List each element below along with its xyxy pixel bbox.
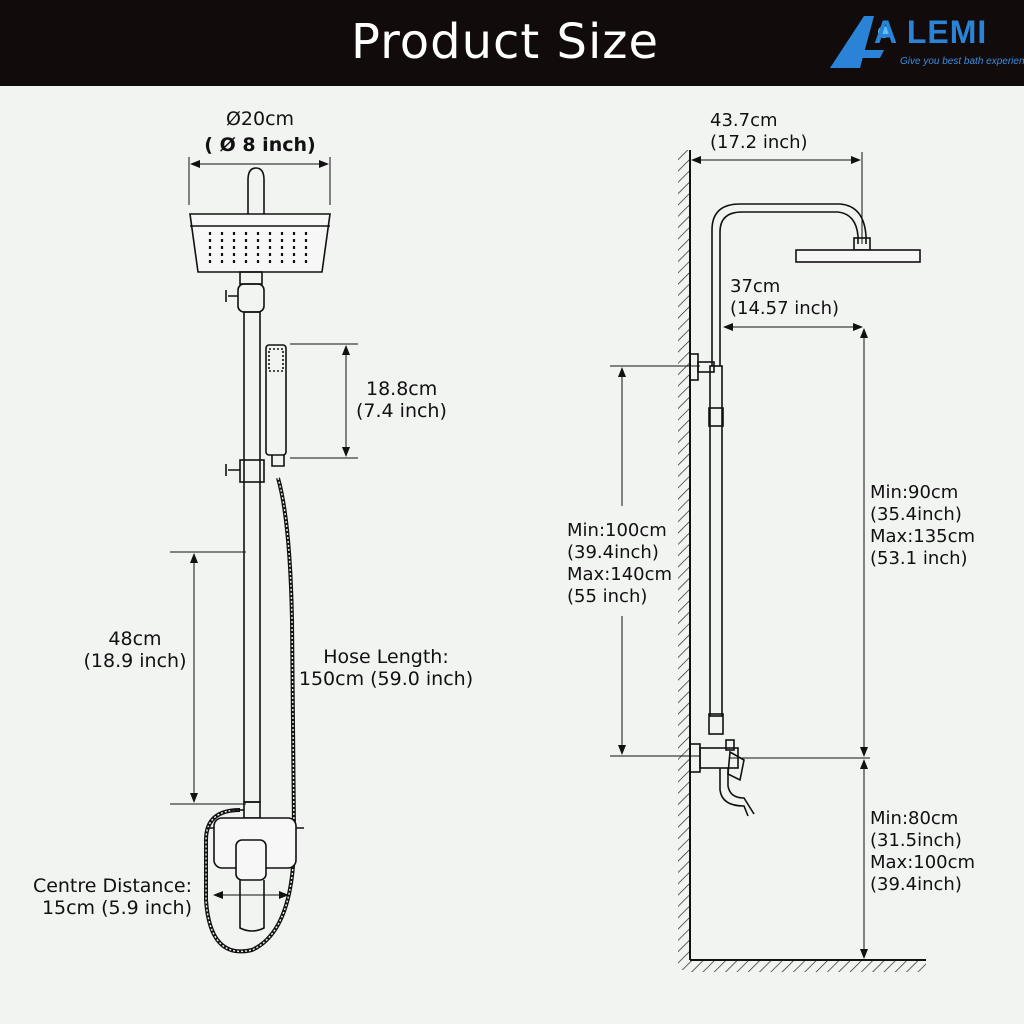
rail-length-cm: 48cm xyxy=(108,628,162,650)
rise-height-min: Min:90cm xyxy=(870,482,959,503)
rain-head-nozzles xyxy=(208,232,308,266)
floor-height-max-in: (39.4inch) xyxy=(870,874,962,895)
floor-height-min: Min:80cm xyxy=(870,808,959,829)
rail-length-in: (18.9 inch) xyxy=(83,650,187,672)
floor-height-label: Min:80cm (31.5inch) Max:100cm (39.4inch) xyxy=(870,808,975,896)
brand-tagline: Give you best bath experience xyxy=(900,56,1024,67)
tub-spout xyxy=(719,768,755,817)
brand-logo: A LEMI Give you best bath experience xyxy=(830,10,1024,76)
handheld-length-label: 18.8cm (7.4 inch) xyxy=(356,378,447,422)
riser-pipe xyxy=(711,203,867,366)
hose-length-label: Hose Length: 150cm (59.0 inch) xyxy=(296,646,476,690)
rise-height-min-in: (35.4inch) xyxy=(870,504,962,525)
arm-length-in: (17.2 inch) xyxy=(710,132,808,153)
total-height-min-in: (39.4inch) xyxy=(567,542,659,563)
brand-logo-mark-icon xyxy=(830,16,890,68)
header-bar: Product Size A LEMI Give you best bath e… xyxy=(0,0,1024,86)
offset-label: 37cm (14.57 inch) xyxy=(730,276,839,320)
rain-shower-head xyxy=(189,213,331,273)
centre-distance-value: 15cm (5.9 inch) xyxy=(41,897,192,919)
head-diameter-cm: Ø20cm xyxy=(225,108,295,130)
centre-distance-label: Centre Distance: 15cm (5.9 inch) xyxy=(24,875,192,919)
total-height-max-in: (55 inch) xyxy=(567,586,648,607)
hose-length-value: 150cm (59.0 inch) xyxy=(298,668,474,690)
head-diameter-in: ( Ø 8 inch) xyxy=(204,134,316,156)
total-height-max: Max:140cm xyxy=(567,564,673,585)
rain-head-side xyxy=(795,249,921,263)
page-title: Product Size xyxy=(350,14,660,70)
offset-cm: 37cm xyxy=(730,276,781,297)
hand-shower xyxy=(265,344,287,456)
rise-height-max: Max:135cm xyxy=(870,526,976,547)
handheld-length-in: (7.4 inch) xyxy=(356,400,447,422)
offset-in: (14.57 inch) xyxy=(730,298,840,319)
rise-height-max-in: (53.1 inch) xyxy=(870,548,968,569)
wall-hatch xyxy=(678,150,690,970)
arm-length-cm: 43.7cm xyxy=(710,110,778,131)
rise-height-label: Min:90cm (35.4inch) Max:135cm (53.1 inch… xyxy=(870,482,975,570)
hose-length-title: Hose Length: xyxy=(323,646,449,668)
rain-head-neck xyxy=(247,167,265,216)
floor-height-min-in: (31.5inch) xyxy=(870,830,962,851)
sliding-rail xyxy=(243,311,261,803)
brand-name: A LEMI xyxy=(874,14,988,50)
floor-height-max: Max:100cm xyxy=(870,852,976,873)
handheld-length-cm: 18.8cm xyxy=(366,378,438,400)
arm-length-label: 43.7cm (17.2 inch) xyxy=(710,110,808,154)
rail-length-label: 48cm (18.9 inch) xyxy=(80,628,190,672)
total-height-min: Min:100cm xyxy=(567,520,667,541)
total-height-label: Min:100cm (39.4inch) Max:140cm (55 inch) xyxy=(567,520,672,608)
centre-distance-title: Centre Distance: xyxy=(32,875,192,897)
floor-hatch xyxy=(690,960,926,972)
head-diameter-label: Ø20cm ( Ø 8 inch) xyxy=(200,108,320,156)
